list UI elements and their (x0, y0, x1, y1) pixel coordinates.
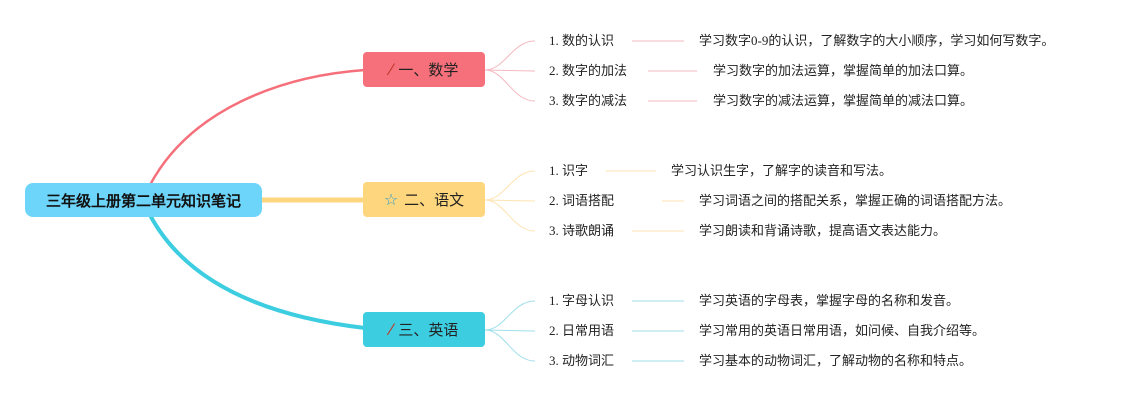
subtopic[interactable]: 1. 识字 (549, 163, 589, 178)
root-label: 三年级上册第二单元知识笔记 (45, 191, 241, 210)
branch-chinese[interactable]: ☆ 二、语文 (363, 182, 485, 217)
subtopic-desc[interactable]: 学习英语的字母表，掌握字母的名称和发音。 (699, 293, 960, 308)
subtopic[interactable]: 2. 日常用语 (549, 323, 615, 338)
branch-label: 一、数学 (398, 61, 459, 79)
english-fan (484, 300, 684, 362)
subtopic-desc[interactable]: 学习数字的加法运算，掌握简单的加法口算。 (713, 63, 974, 78)
subtopic[interactable]: 1. 数的认识 (549, 33, 615, 48)
subtopic[interactable]: 2. 数字的加法 (549, 63, 628, 78)
subtopic[interactable]: 1. 字母认识 (549, 293, 615, 308)
root-topic[interactable]: 三年级上册第二单元知识笔记 (25, 183, 262, 217)
subtopic-desc[interactable]: 学习基本的动物词汇，了解动物的名称和特点。 (699, 353, 973, 368)
subtopic-desc[interactable]: 学习常用的英语日常用语，如问候、自我介绍等。 (699, 323, 986, 338)
star-icon: ☆ (383, 190, 399, 209)
math-fan (484, 40, 697, 102)
subtopic[interactable]: 3. 诗歌朗诵 (549, 223, 615, 238)
subtopic-desc[interactable]: 学习认识生字，了解字的读音和写法。 (671, 163, 893, 178)
magic-wand-icon: ⁄ (389, 320, 393, 339)
chinese-fan (484, 170, 684, 232)
subtopic-desc[interactable]: 学习数字的减法运算，掌握简单的减法口算。 (713, 93, 974, 108)
connector-math (148, 68, 366, 186)
branch-english[interactable]: ⁄ 三、英语 (363, 312, 485, 347)
branch-label: 三、英语 (398, 321, 459, 339)
subtopic[interactable]: 3. 动物词汇 (549, 353, 615, 368)
magic-wand-icon: ⁄ (389, 60, 393, 79)
connector-english (148, 214, 366, 330)
subtopic[interactable]: 2. 词语搭配 (549, 193, 615, 208)
branch-math[interactable]: ⁄ 一、数学 (363, 52, 485, 87)
subtopic-desc[interactable]: 学习数字0-9的认识，了解数字的大小顺序，学习如何写数字。 (699, 33, 1055, 48)
branch-label: 二、语文 (404, 191, 465, 209)
subtopic[interactable]: 3. 数字的减法 (549, 93, 628, 108)
subtopic-desc[interactable]: 学习词语之间的搭配关系，掌握正确的词语搭配方法。 (699, 193, 1012, 208)
subtopic-desc[interactable]: 学习朗读和背诵诗歌，提高语文表达能力。 (699, 223, 947, 238)
